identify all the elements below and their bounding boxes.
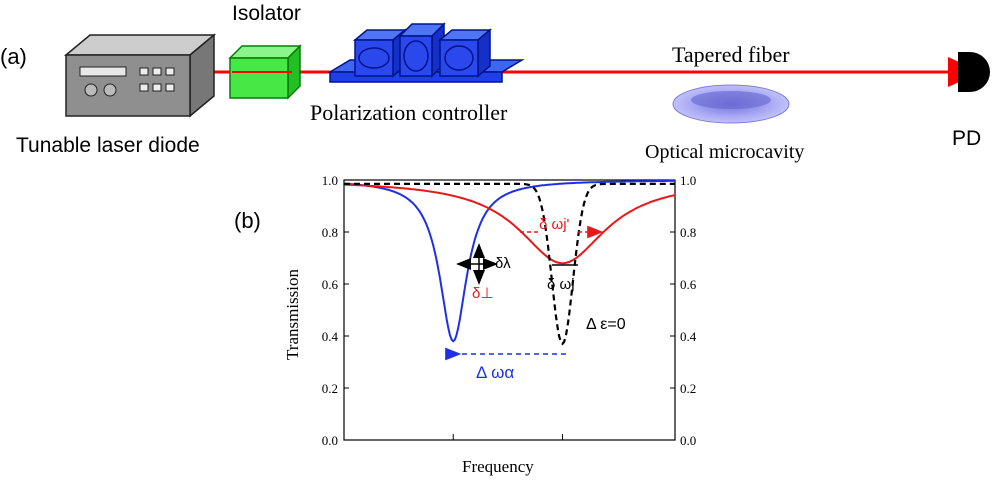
- axes: 0.0 0.0 0.2 0.2 0.4 0.4 0.6 0.6 0.8 0.8 1.0 1.0: [322, 173, 697, 448]
- delta-cross-arrows: [456, 243, 498, 285]
- y-tick-label-left: 1.0: [322, 173, 338, 188]
- y-tick-label-right: 1.0: [680, 173, 696, 188]
- detuning-label: Δ ε=0: [586, 316, 626, 333]
- y-axis-label: Transmission: [283, 268, 302, 360]
- red-transmission-curve: [343, 183, 676, 265]
- y-tick-label-left: 0.8: [322, 225, 338, 240]
- panel-a-label: (a): [0, 44, 27, 69]
- photodetector-icon: [958, 52, 990, 92]
- delta-lambda-label: δλ: [495, 255, 511, 272]
- red-width-label: δ ωj': [539, 216, 570, 233]
- optical-microcavity: [672, 84, 790, 124]
- isolator-label: Isolator: [232, 2, 301, 25]
- polarization-controller: [327, 22, 525, 83]
- blue-transmission-curve: [343, 179, 675, 343]
- y-tick-label-right: 0.6: [680, 277, 697, 292]
- detector-label: PD: [952, 127, 981, 150]
- plot-frame: [343, 179, 676, 441]
- shift-label: Δ ωα: [476, 363, 514, 382]
- y-tick-label-left: 0.2: [322, 381, 338, 396]
- polarization-label: Polarization controller: [310, 100, 508, 125]
- x-axis-label: Frequency: [462, 457, 534, 476]
- y-tick-label-left: 0.4: [322, 329, 339, 344]
- panel-b-label: (b): [234, 208, 261, 233]
- laser-label: Tunable laser diode: [16, 134, 200, 157]
- y-tick-label-right: 0.0: [680, 433, 696, 448]
- black-width-label: δ ωj: [547, 276, 575, 293]
- cavity-label: Optical microcavity: [645, 141, 804, 163]
- y-tick-label-right: 0.4: [680, 329, 697, 344]
- y-tick-label-right: 0.8: [680, 225, 696, 240]
- delta-perp-label: δ⊥: [472, 285, 493, 302]
- laser-diode: [63, 33, 217, 118]
- isolator: [228, 44, 302, 100]
- y-tick-label-right: 0.2: [680, 381, 696, 396]
- y-tick-label-left: 0.0: [322, 433, 338, 448]
- fiber-label: Tapered fiber: [672, 42, 790, 67]
- y-tick-label-left: 0.6: [322, 277, 339, 292]
- black-dashed-transmission-curve: [344, 182, 675, 346]
